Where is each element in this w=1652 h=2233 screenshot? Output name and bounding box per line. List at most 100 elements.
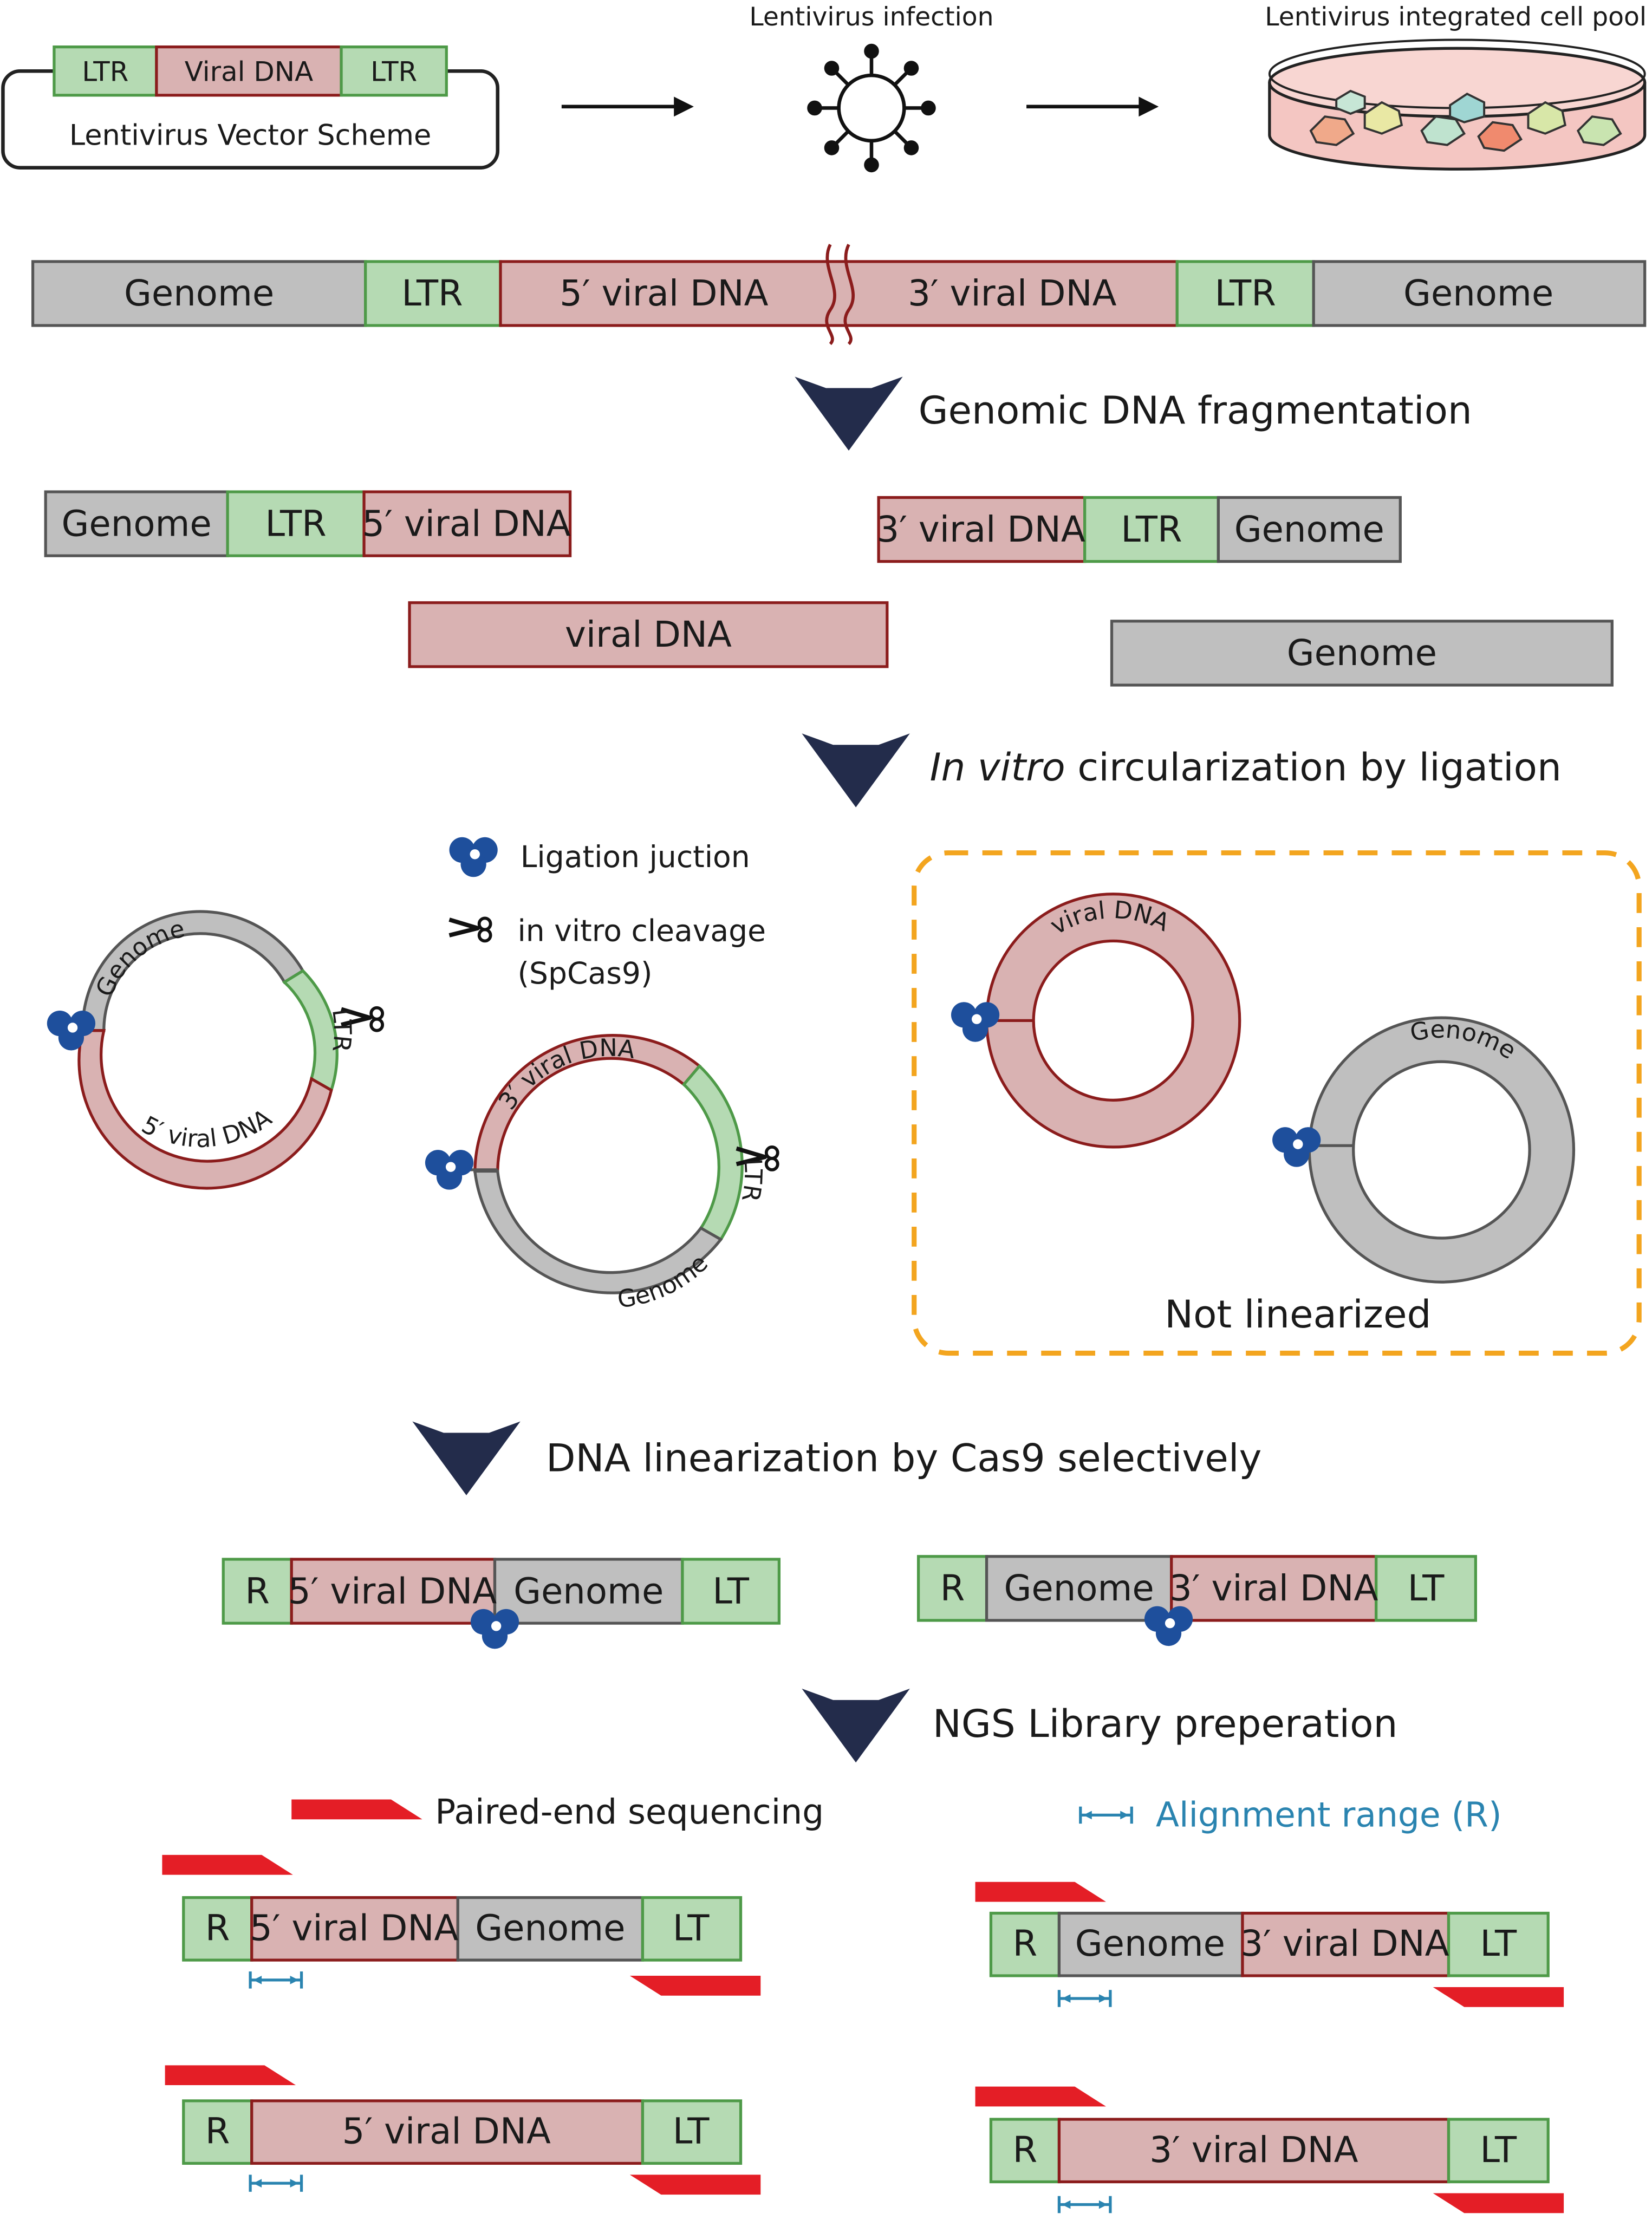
circle-4: Genome	[1272, 1015, 1576, 1284]
fragment-2-genome	[1217, 496, 1402, 563]
ngs-c-lt	[641, 2099, 743, 2165]
alignment-label: Alignment range (R)	[1156, 1795, 1502, 1834]
circle-2-ltr	[681, 1064, 744, 1242]
infection-label: Lentivirus infection	[749, 2, 993, 32]
ngs-read-d: R 3′ viral DNA LT	[975, 2086, 1564, 2214]
integrated-genome-right-label: Genome	[1403, 273, 1553, 314]
linear-1-r-label: R	[245, 1571, 270, 1612]
integrated-viral5-label: 5′ viral DNA	[560, 273, 768, 314]
ngs-read-b: R Genome 3′ viral DNA LT	[975, 1882, 1564, 2007]
ngs-b-viral	[1241, 1911, 1451, 1977]
vector-caption: Lentivirus Vector Scheme	[69, 119, 431, 152]
step-circularization-rest: circularization by ligation	[1065, 745, 1562, 790]
circle-1: Genome LTR 5′ viral DNA	[47, 910, 382, 1190]
circle-2-ltr-label: LTR	[736, 1158, 768, 1204]
vector-viral-label: Viral DNA	[185, 56, 313, 88]
linear-1-viral	[290, 1558, 497, 1625]
integrated-ltr-right-label: LTR	[1215, 273, 1276, 314]
circle-1-viral	[77, 1029, 333, 1190]
step-ngs: NGS Library preperation	[933, 1701, 1398, 1746]
ligation-junction-icon	[449, 837, 498, 877]
linear-1: R 5′ viral DNA Genome LT	[222, 1558, 781, 1649]
ngs-d-viral	[1057, 2118, 1451, 2184]
reverse-primer	[629, 2175, 761, 2195]
step-circularization-italic: In vitro	[930, 745, 1065, 790]
fragment-1-viral-label: 5′ viral DNA	[362, 503, 570, 544]
fragment-3: viral DNA	[408, 601, 889, 668]
ngs-b-genome-label: Genome	[1075, 1923, 1225, 1964]
ngs-b-genome	[1057, 1911, 1244, 1977]
petri-dish-icon	[1268, 38, 1647, 171]
ngs-b-lt-label: LT	[1480, 1923, 1518, 1964]
ngs-c-viral-label: 5′ viral DNA	[342, 2111, 551, 2152]
step-fragmentation: Genomic DNA fragmentation	[919, 388, 1472, 433]
legend-ligation-label: Ligation juction	[521, 839, 750, 874]
linear-1-viral-label: 5′ viral DNA	[288, 1571, 497, 1612]
fragment-2-genome-label: Genome	[1234, 509, 1384, 550]
circle-4-genome	[1308, 1016, 1576, 1284]
fragment-2-viral-label: 3′ viral DNA	[876, 509, 1085, 550]
vector-ltr-right	[340, 45, 448, 97]
linear-1-r	[222, 1558, 293, 1625]
linear-2: R Genome 3′ viral DNA LT	[916, 1555, 1477, 1646]
circle-3-viral	[985, 893, 1241, 1149]
legend-cleavage-sub: (SpCas9)	[517, 956, 652, 991]
step-circularization: In vitro circularization by ligation	[930, 745, 1562, 790]
linear-1-genome-label: Genome	[513, 1571, 664, 1612]
alignment-range-icon	[1059, 1990, 1110, 2007]
ngs-a-genome-label: Genome	[475, 1908, 625, 1949]
vector-viral-dna	[155, 45, 343, 97]
integrated-viral-dna	[499, 260, 1179, 327]
linear-2-r-label: R	[940, 1568, 965, 1609]
fragment-4: Genome	[1110, 620, 1614, 687]
linear-2-genome-label: Genome	[1004, 1568, 1154, 1609]
integrated-genome-right	[1312, 260, 1647, 327]
fragment-3-viral	[408, 601, 889, 668]
not-linearized-group: viral DNA Genome Not linearized	[912, 850, 1642, 1356]
vector-ltr-left	[53, 45, 158, 97]
linear-2-viral-label: 3′ viral DNA	[1169, 1568, 1378, 1609]
integrated-genome-left	[31, 260, 367, 327]
ngs-c-viral	[250, 2099, 645, 2165]
not-linearized-label: Not linearized	[1165, 1292, 1431, 1337]
ngs-d-lt-label: LT	[1480, 2130, 1518, 2171]
fragment-4-genome-label: Genome	[1287, 633, 1437, 674]
ngs-a-r-label: R	[205, 1908, 230, 1949]
circle-2-genome	[473, 1169, 723, 1294]
alignment-range-icon	[250, 1971, 301, 1988]
ngs-c-r	[182, 2099, 253, 2165]
down-arrow-icon	[802, 1688, 910, 1763]
primer-arrow-icon	[291, 1799, 422, 1820]
circle-1-ltr-label: LTR	[327, 1007, 356, 1053]
linear-2-genome	[985, 1555, 1173, 1622]
ngs-c-lt-label: LT	[673, 2111, 710, 2152]
fragment-2-ltr	[1083, 496, 1220, 563]
reverse-primer	[629, 1975, 761, 1996]
ngs-a-lt	[641, 1896, 743, 1962]
fragment-4-genome	[1110, 620, 1614, 687]
integrated-ltr-left	[364, 260, 502, 327]
linear-1-lt	[681, 1558, 781, 1625]
paired-end-label: Paired-end sequencing	[435, 1792, 824, 1832]
down-arrow-icon	[412, 1421, 521, 1495]
fragment-2-viral	[877, 496, 1087, 563]
ngs-read-a: R 5′ viral DNA Genome LT	[162, 1854, 761, 1996]
fragment-2-ltr-label: LTR	[1121, 509, 1182, 550]
cell-pool-label: Lentivirus integrated cell pool	[1265, 2, 1647, 32]
down-arrow-icon	[795, 376, 903, 451]
forward-primer	[165, 2065, 296, 2086]
ngs-a-viral	[250, 1896, 459, 1962]
flow-arrow-1	[561, 96, 694, 117]
forward-primer	[975, 2086, 1107, 2107]
flow-arrow-2	[1026, 96, 1159, 117]
ngs-b-r	[989, 1911, 1061, 1977]
forward-primer	[975, 1882, 1107, 1902]
fragment-1-genome-label: Genome	[62, 503, 212, 544]
ngs-read-c: R 5′ viral DNA LT	[165, 2065, 761, 2195]
fragment-1-genome	[44, 490, 229, 557]
alignment-range-icon	[250, 2175, 301, 2191]
integrated-construct: Genome LTR 5′ viral DNA 3′ viral DNA LTR…	[31, 244, 1647, 346]
fragment-1: Genome LTR 5′ viral DNA	[44, 490, 572, 557]
ngs-a-viral-label: 5′ viral DNA	[250, 1908, 458, 1949]
